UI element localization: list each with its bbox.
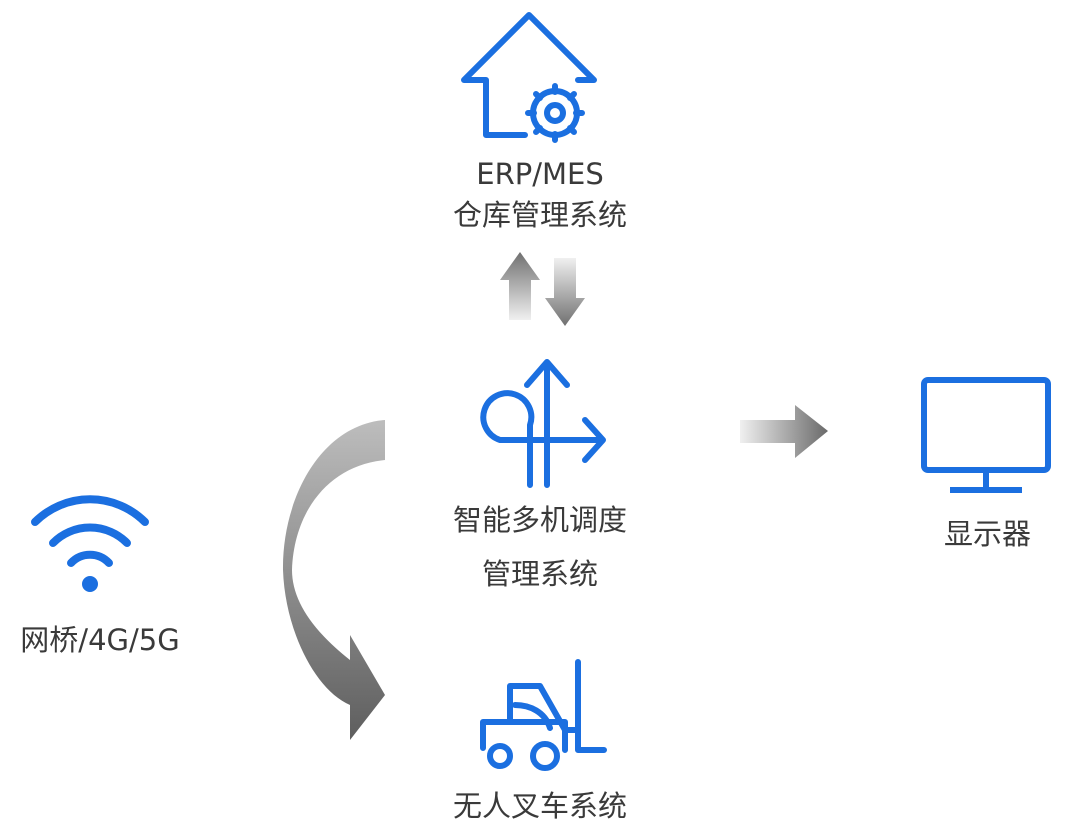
up-arrow (500, 252, 540, 320)
monitor-icon (921, 377, 1051, 493)
scheduler-label-line1: 智能多机调度 (452, 503, 627, 537)
network-label: 网桥/4G/5G (20, 623, 180, 657)
forklift-icon (480, 659, 607, 771)
erp-label-line2: 仓库管理系统 (452, 197, 627, 232)
route-arrows-icon (480, 359, 606, 488)
down-arrow (545, 258, 585, 326)
right-arrow (740, 405, 828, 458)
curved-arrow (282, 420, 385, 740)
display-label: 显示器 (943, 517, 1031, 551)
house-gear-icon (461, 12, 597, 143)
forklift-label: 无人叉车系统 (452, 789, 627, 823)
wifi-icon (31, 495, 149, 592)
scheduler-label-line2: 管理系统 (481, 556, 598, 591)
erp-label-line1: ERP/MES (476, 157, 604, 191)
